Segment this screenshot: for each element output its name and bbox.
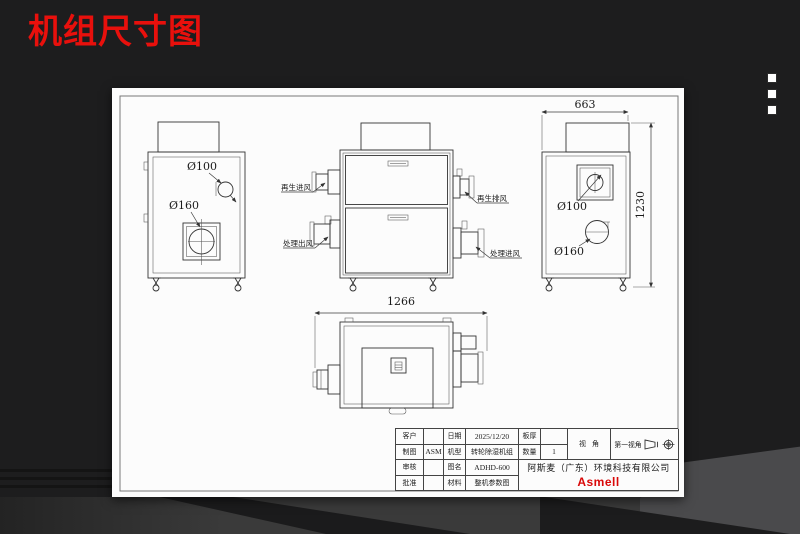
label-regen-inlet: 再生进风 <box>281 182 311 192</box>
company-cell: 阿斯麦（广东）环境科技有限公司 Asmell <box>519 460 679 491</box>
figure-value: ADHD-600 <box>466 460 519 476</box>
checker-label: 审核 <box>396 460 424 476</box>
right-side-view: 663 Ø100 Ø160 1230 <box>541 98 655 292</box>
drafter-value: ASM <box>424 444 444 460</box>
approver-value <box>424 475 444 491</box>
customer-value <box>424 429 444 445</box>
view-angle-label: 视角 <box>568 429 611 460</box>
dots-menu-indicator[interactable] <box>768 74 776 114</box>
first-angle-cone-icon <box>644 438 660 450</box>
dim-663: 663 <box>575 98 596 111</box>
dim-1266: 1266 <box>387 295 415 308</box>
front-view: 再生进风 处理出风 再生排风 处理进风 <box>281 122 522 292</box>
backdrop-stripe <box>0 469 112 472</box>
backdrop-dark-wedge-2 <box>159 497 470 534</box>
title-block: 客户 日期 2025/12/20 板厚 视角 第一视角 <box>395 428 679 491</box>
dim-d160-right: Ø160 <box>554 245 584 258</box>
left-side-view: Ø100 Ø160 <box>143 121 246 292</box>
material-label: 材料 <box>444 475 466 491</box>
approver-label: 批准 <box>396 475 424 491</box>
model-value: 转轮除湿机组 <box>466 444 519 460</box>
material-value: 整机参数图 <box>466 475 519 491</box>
date-label: 日期 <box>444 429 466 445</box>
drawing-sheet: Ø100 Ø160 <box>112 88 684 497</box>
menu-dot[interactable] <box>768 106 776 114</box>
cad-drawing: Ø100 Ø160 <box>119 95 679 492</box>
backdrop-stripe <box>0 485 112 488</box>
company-name: 阿斯麦（广东）环境科技有限公司 <box>527 463 670 473</box>
first-angle-cell: 第一视角 <box>611 429 679 460</box>
asmell-logo: Asmell <box>577 475 620 489</box>
first-angle-label: 第一视角 <box>614 442 642 449</box>
qty-label: 数量 <box>519 444 541 460</box>
qty-value: 1 <box>541 444 568 460</box>
sheet-frame <box>119 95 679 492</box>
date-value: 2025/12/20 <box>466 429 519 445</box>
menu-dot[interactable] <box>768 90 776 98</box>
thickness-value <box>541 429 568 445</box>
label-regen-exhaust: 再生排风 <box>477 193 507 203</box>
backdrop-band <box>0 497 800 534</box>
dim-d160-left: Ø160 <box>169 199 199 212</box>
menu-dot[interactable] <box>768 74 776 82</box>
customer-label: 客户 <box>396 429 424 445</box>
page-title: 机组尺寸图 <box>28 13 203 51</box>
model-label: 机型 <box>444 444 466 460</box>
plan-view: 1266 <box>312 295 488 415</box>
dim-d100-left: Ø100 <box>187 160 217 173</box>
figure-label: 图名 <box>444 460 466 476</box>
drafter-label: 制图 <box>396 444 424 460</box>
projection-circle-icon <box>662 438 675 450</box>
dim-d100-right: Ø100 <box>557 200 587 213</box>
dim-1230: 1230 <box>634 191 647 219</box>
thickness-label: 板厚 <box>519 429 541 445</box>
label-process-outlet: 处理出风 <box>283 238 313 248</box>
checker-value <box>424 460 444 476</box>
backdrop-stripe <box>0 477 112 480</box>
label-process-inlet: 处理进风 <box>490 248 520 258</box>
